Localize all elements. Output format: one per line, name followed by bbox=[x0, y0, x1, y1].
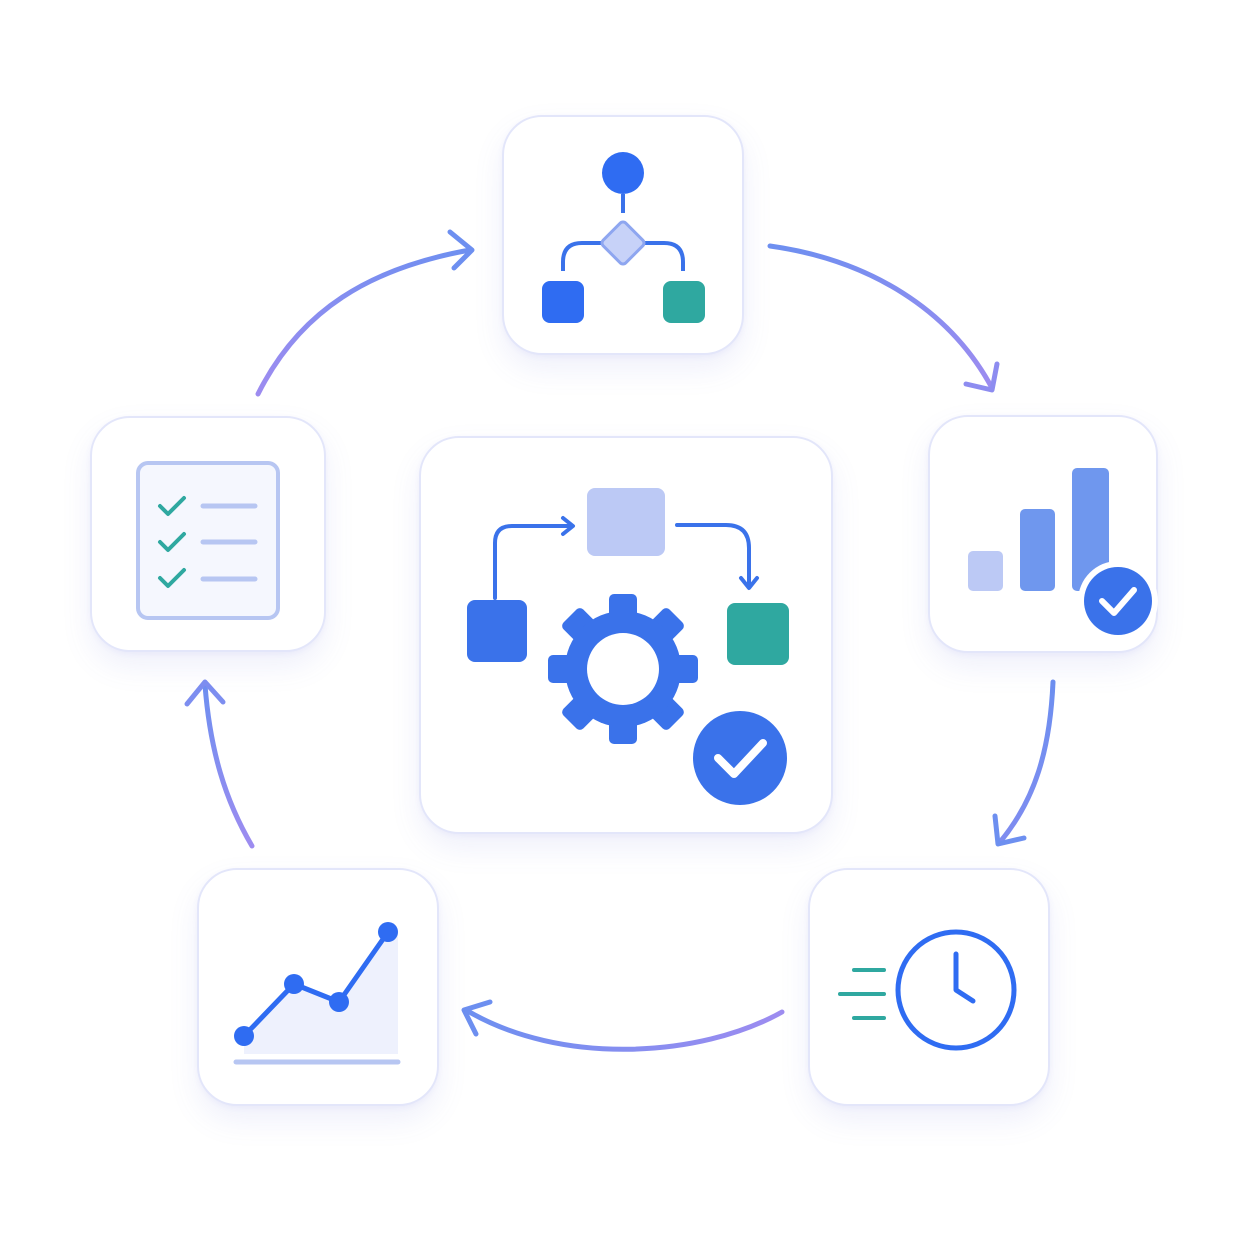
card-bar-chart bbox=[928, 415, 1158, 653]
arrow-left-to-top bbox=[255, 229, 475, 397]
bar-chart-with-check-icon bbox=[968, 468, 1158, 641]
card-line-chart bbox=[197, 868, 439, 1106]
card-fast-clock bbox=[808, 868, 1050, 1106]
arrow-bottom-right-to-bottom-left bbox=[461, 999, 785, 1052]
check-badge-icon bbox=[693, 711, 787, 805]
fast-clock-icon bbox=[838, 929, 1017, 1051]
arrow-top-to-right bbox=[767, 243, 1000, 393]
card-checklist bbox=[90, 416, 326, 652]
workflow-automation-gear-icon bbox=[467, 488, 792, 810]
line-chart-icon bbox=[233, 922, 401, 1065]
card-workflow-automation bbox=[419, 436, 833, 834]
decision-flowchart-icon bbox=[542, 152, 705, 323]
arrow-right-to-bottom-right bbox=[992, 679, 1056, 847]
arrow-bottom-left-to-left bbox=[184, 679, 255, 849]
card-decision-flowchart bbox=[502, 115, 744, 355]
checklist-icon bbox=[136, 461, 280, 620]
gear-icon bbox=[548, 594, 698, 744]
